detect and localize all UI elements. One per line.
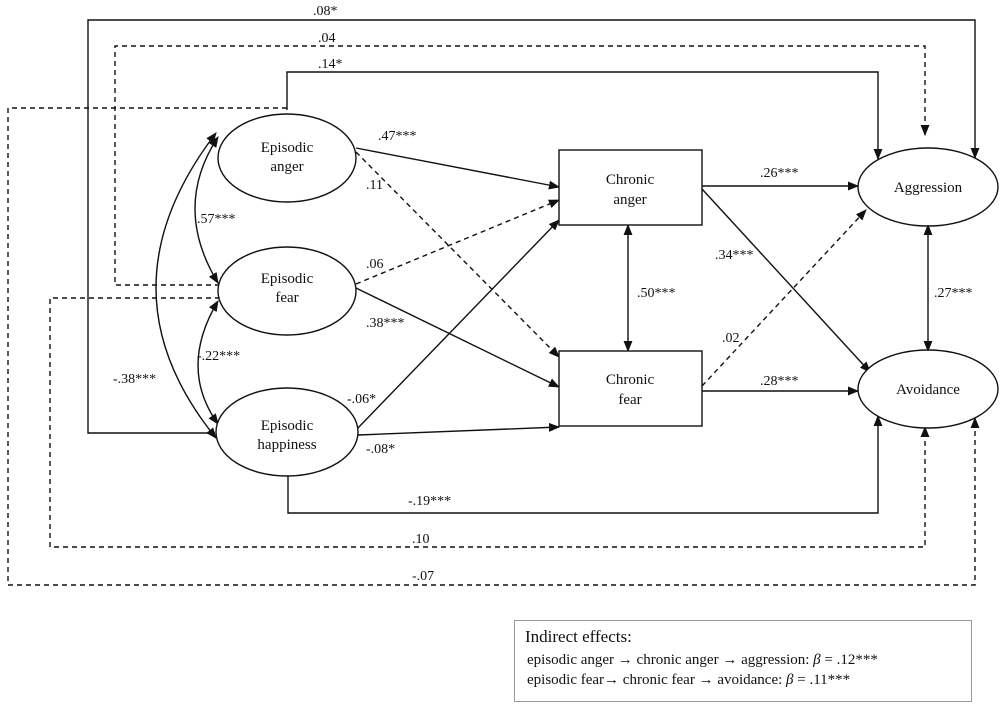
coef-happiness-avoidance: -.19*** <box>408 494 451 509</box>
label-chronic-anger-1: Chronic <box>606 172 655 188</box>
coef-happiness-chronic-anger: -.06* <box>347 392 376 407</box>
label-chronic-fear-2: fear <box>618 392 641 408</box>
coef-chronic-fear-avoidance: .28*** <box>760 374 799 389</box>
label-episodic-happiness-1: Episodic <box>261 418 314 434</box>
indirect-effect-2-value: = .11*** <box>793 672 851 688</box>
node-avoidance <box>857 349 999 429</box>
indirect-effect-line-1: episodic anger → chronic anger → aggress… <box>527 650 961 670</box>
label-aggression: Aggression <box>894 180 963 196</box>
coef-chronic-anger-aggression: .26*** <box>760 166 799 181</box>
path-happiness-chronic-fear <box>357 422 561 436</box>
path-happiness-aggression <box>87 19 980 434</box>
coef-fear-happiness-corr: -.22*** <box>197 349 240 364</box>
indirect-effects-title: Indirect effects: <box>525 627 632 646</box>
path-chronic-anger-avoidance <box>701 188 871 373</box>
coef-fear-aggression: .04 <box>318 31 336 46</box>
path-chronic-fear-aggression <box>701 209 867 387</box>
node-episodic-anger <box>217 113 357 203</box>
coef-fear-avoidance: .10 <box>412 532 430 547</box>
coef-anger-fear-corr: .57*** <box>197 212 236 227</box>
coef-chronic-anger-avoidance: .34*** <box>715 248 754 263</box>
coef-anger-chronic-anger: .47*** <box>378 129 417 144</box>
label-chronic-fear-1: Chronic <box>606 372 655 388</box>
coef-anger-chronic-fear: .11 <box>366 178 383 193</box>
path-happiness-avoidance <box>287 414 883 514</box>
label-episodic-anger-2: anger <box>270 159 303 175</box>
coef-happiness-aggression: .08* <box>313 4 338 19</box>
indirect-effect-1-path: episodic anger → chronic anger → aggress… <box>527 652 814 668</box>
path-anger-avoidance <box>7 107 980 586</box>
label-episodic-happiness-2: happiness <box>257 437 316 453</box>
coef-happiness-chronic-fear: -.08* <box>366 442 395 457</box>
path-anger-aggression <box>286 71 883 161</box>
label-chronic-anger-2: anger <box>613 192 646 208</box>
node-episodic-happiness <box>215 387 359 477</box>
indirect-effect-1-value: = .12*** <box>820 652 878 668</box>
path-anger-chronic-anger <box>355 147 561 190</box>
corr-anger-happiness <box>155 132 217 439</box>
label-episodic-anger-1: Episodic <box>261 140 314 156</box>
node-chronic-anger <box>558 149 703 226</box>
node-aggression <box>857 147 999 227</box>
label-episodic-fear-1: Episodic <box>261 271 314 287</box>
path-happiness-chronic-anger <box>355 219 560 431</box>
path-anger-chronic-fear <box>355 151 560 358</box>
indirect-effect-2-beta: β <box>786 672 794 688</box>
path-fear-chronic-anger <box>355 199 561 285</box>
coef-fear-chronic-anger: .06 <box>366 257 384 272</box>
coef-anger-avoidance: -.07 <box>412 569 434 584</box>
label-episodic-fear-2: fear <box>275 290 298 306</box>
node-chronic-fear <box>558 350 703 427</box>
path-fear-avoidance <box>49 297 930 548</box>
indirect-effect-2-path: episodic fear→ chronic fear → avoidance: <box>527 672 787 688</box>
indirect-effect-line-2: episodic fear→ chronic fear → avoidance:… <box>527 670 961 690</box>
coef-aggression-avoidance-corr: .27*** <box>934 286 973 301</box>
coef-anger-happiness-corr: -.38*** <box>113 372 156 387</box>
coef-chronic-fear-aggression: .02 <box>722 331 740 346</box>
node-episodic-fear <box>217 246 357 336</box>
path-fear-aggression <box>114 45 930 286</box>
coef-fear-chronic-fear: .38*** <box>366 316 405 331</box>
coef-chronic-corr: .50*** <box>637 286 676 301</box>
coef-anger-aggression: .14* <box>318 57 343 72</box>
path-fear-chronic-fear <box>355 287 561 388</box>
label-avoidance: Avoidance <box>896 382 960 398</box>
indirect-effects-box: Indirect effects: episodic anger → chron… <box>514 620 972 702</box>
indirect-effect-1-beta: β <box>813 652 821 668</box>
